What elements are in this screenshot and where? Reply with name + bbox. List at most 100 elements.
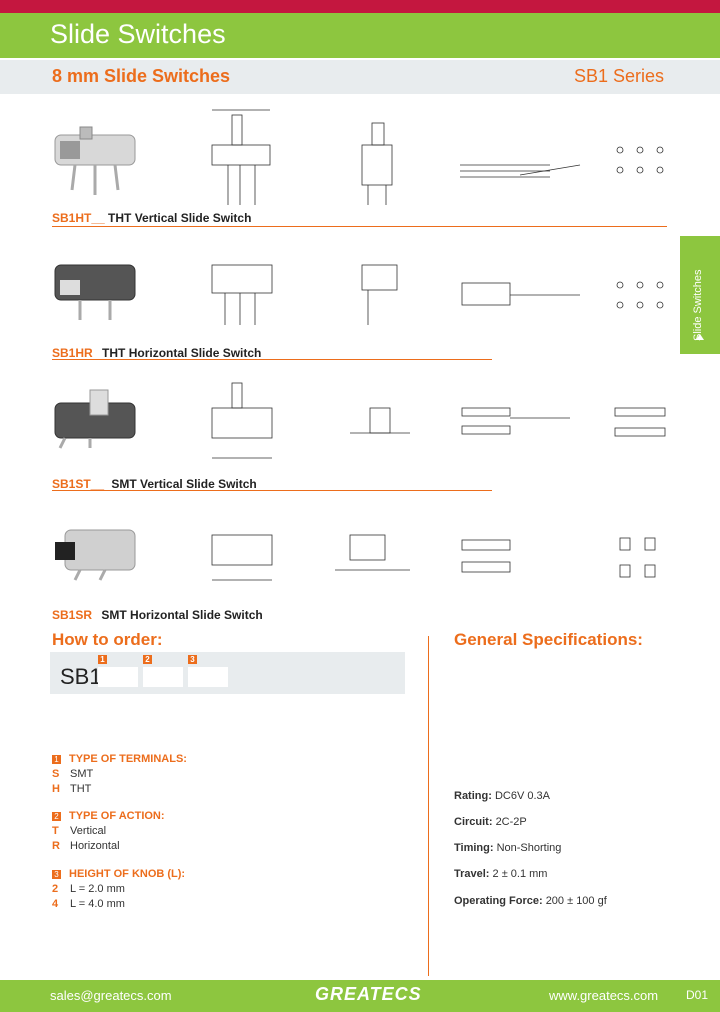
sb1sr-circuit — [461, 539, 511, 573]
up-arrow-icon — [696, 334, 704, 340]
side-tab-label: Slide Switches — [692, 269, 704, 341]
sb1ht-photo — [54, 126, 136, 195]
option-value: L = 4.0 mm — [70, 898, 125, 910]
spec-operating-force: Operating Force: 200 ± 100 gf — [454, 895, 607, 907]
series-name: SB1 Series — [573, 66, 664, 86]
product-subtitle: 8 mm Slide Switches — [52, 66, 231, 86]
order-slot-2[interactable]: 2 — [143, 655, 183, 687]
option-key: T — [52, 825, 59, 837]
group-title: HEIGHT OF KNOB (L): — [69, 868, 186, 880]
spec-value: 200 ± 100 gf — [545, 895, 607, 907]
product-desc: THT Vertical Slide Switch — [108, 211, 252, 225]
sb1ht-circuit — [460, 164, 581, 178]
sb1hr-front-view — [211, 264, 273, 325]
action-type-group: 2 TYPE OF ACTION: T Vertical R Horizontal — [52, 809, 165, 854]
product-code: SB1SR — [52, 608, 93, 622]
top-red-bar — [0, 0, 720, 13]
sb1st-drawings — [54, 382, 666, 459]
divider-line — [52, 359, 492, 360]
website-link[interactable]: www.greatecs.com — [549, 988, 659, 1003]
sb1sr-drawings — [55, 529, 656, 581]
product-code: SB1HR — [52, 346, 93, 360]
sb1st-side-view — [350, 407, 410, 434]
option-value: Horizontal — [70, 840, 120, 852]
knob-height-group: 3 HEIGHT OF KNOB (L): 2 L = 2.0 mm 4 L = 4.… — [52, 867, 185, 912]
option-value: L = 2.0 mm — [70, 883, 125, 895]
column-divider — [428, 636, 429, 976]
sb1sr-side-view — [335, 534, 410, 571]
terminal-type-group: 1 TYPE OF TERMINALS: S SMT H THT — [52, 752, 187, 797]
page-title: Slide Switches — [50, 19, 226, 49]
how-to-order-heading: How to order: — [52, 630, 163, 649]
spec-rating: Rating: DC6V 0.3A — [454, 790, 550, 802]
order-prefix: SB1 — [60, 664, 102, 689]
option-value: SMT — [70, 768, 94, 780]
option-key: S — [52, 768, 60, 780]
group-number: 2 — [52, 811, 61, 821]
spec-value: DC6V 0.3A — [494, 790, 550, 802]
spec-timing: Timing: Non-Shorting — [454, 842, 561, 854]
spec-travel: Travel: 2 ± 0.1 mm — [454, 868, 547, 880]
sb1st-pcb-layout — [614, 407, 666, 437]
email-link[interactable]: sales@greatecs.com — [50, 988, 172, 1003]
sb1hr-circuit — [461, 282, 580, 306]
order-code-box: SB1 1 2 3 — [50, 652, 405, 694]
group-number: 3 — [52, 869, 61, 879]
option-value: THT — [70, 783, 92, 795]
slot-number: 2 — [143, 655, 152, 664]
product-desc: THT Horizontal Slide Switch — [102, 346, 262, 360]
general-specs-heading: General Specifications: — [454, 630, 643, 649]
slot-number: 1 — [98, 655, 107, 664]
footer-bar: sales@greatecs.com GREATECS www.greatecs… — [0, 980, 720, 1012]
spec-value: Non-Shorting — [496, 842, 562, 854]
sb1hr-pcb-layout — [616, 281, 664, 309]
sb1hr-side-view — [361, 264, 398, 325]
sb1st-photo — [54, 389, 136, 449]
sb1st-front-view — [211, 382, 273, 459]
sb1ht-pcb-layout — [616, 146, 664, 174]
option-key: R — [52, 840, 60, 852]
spec-label: Operating Force: — [454, 895, 543, 907]
sb1hr-drawings — [54, 264, 664, 325]
sb1hr-photo — [54, 264, 136, 320]
sb1ht-drawings — [54, 109, 664, 205]
divider-line — [52, 226, 667, 227]
option-value: Vertical — [70, 825, 107, 837]
divider-line — [52, 490, 492, 491]
sb1ht-side-view — [361, 122, 393, 205]
sb1sr-pcb-layout — [619, 537, 656, 578]
product-label-sb1sr: SB1SR SMT Horizontal Slide Switch — [52, 608, 263, 622]
group-title: TYPE OF TERMINALS: — [69, 753, 187, 765]
spec-label: Travel: — [454, 868, 490, 880]
group-number: 1 — [52, 754, 61, 764]
spec-circuit: Circuit: 2C-2P — [454, 816, 527, 828]
sb1sr-photo — [55, 529, 136, 581]
side-tab[interactable]: Slide Switches — [680, 236, 720, 354]
spec-value: 2C-2P — [495, 816, 527, 828]
product-label-sb1ht: SB1HT__ THT Vertical Slide Switch — [52, 211, 251, 225]
product-label-sb1st: SB1ST__ SMT Vertical Slide Switch — [52, 477, 257, 491]
product-desc: SMT Vertical Slide Switch — [111, 477, 257, 491]
spec-label: Timing: — [454, 842, 494, 854]
company-logo: GREATECS — [315, 984, 422, 1004]
option-key: 2 — [52, 883, 59, 895]
sb1ht-front-view — [211, 109, 271, 205]
group-title: TYPE OF ACTION: — [69, 810, 165, 822]
option-key: H — [52, 783, 60, 795]
product-code: SB1ST__ — [52, 477, 105, 491]
spec-label: Circuit: — [454, 816, 493, 828]
sb1st-circuit — [461, 407, 570, 435]
order-slot-3[interactable]: 3 — [188, 655, 228, 687]
product-desc: SMT Horizontal Slide Switch — [101, 608, 263, 622]
page-number: D01 — [686, 988, 709, 1002]
spec-label: Rating: — [454, 790, 492, 802]
product-label-sb1hr: SB1HR THT Horizontal Slide Switch — [52, 346, 261, 360]
subtitle-bar: 8 mm Slide Switches SB1 Series — [0, 60, 720, 94]
slot-number: 3 — [188, 655, 197, 664]
spec-value: 2 ± 0.1 mm — [492, 868, 548, 880]
title-bar: Slide Switches — [0, 13, 720, 58]
product-code: SB1HT__ — [52, 211, 105, 225]
sb1sr-front-view — [211, 534, 273, 581]
option-key: 4 — [52, 898, 59, 910]
order-slot-1[interactable]: 1 — [98, 655, 138, 687]
